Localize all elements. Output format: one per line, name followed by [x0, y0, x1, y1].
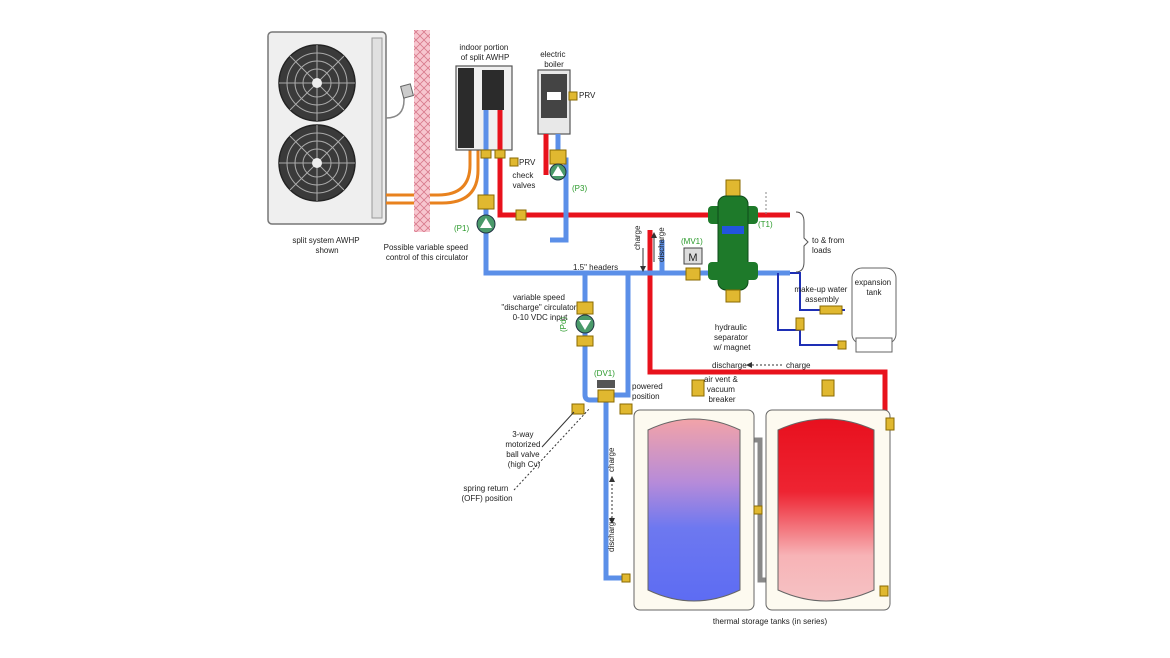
makeup-water-label: make-up water assembly [794, 285, 849, 304]
horizontal-arrow [746, 362, 782, 368]
electric-boiler [537, 69, 571, 135]
charge-horizontal-label: charge [786, 361, 811, 370]
hydraulic-separator [708, 179, 758, 303]
circulator-p1-icon [476, 194, 496, 234]
storage-tank-2 [765, 409, 891, 611]
discharge-circulator-label: variable speed "discharge" circulator 0-… [501, 293, 578, 322]
headers-label: 1.5" headers [573, 263, 618, 272]
charge-discharge-arrows-lower [609, 476, 615, 524]
spring-return-leader [513, 407, 591, 491]
circulator-pd-icon [575, 301, 595, 347]
thermal-storage-label: thermal storage tanks (in series) [713, 617, 828, 626]
charge-label-upper: charge [633, 225, 642, 250]
mixing-valve-mv1: M [683, 247, 703, 281]
storage-tank-1 [633, 409, 755, 611]
air-vent-icons [691, 379, 835, 397]
electric-boiler-label: electric boiler [540, 50, 568, 69]
charge-label-lower: charge [607, 447, 616, 472]
indoor-portion-label: indoor portion of split AWHP [459, 43, 510, 62]
prv-boiler-valve [568, 91, 578, 101]
diverter-valve-dv1 [571, 380, 633, 415]
three-way-valve-label: 3-way motorized ball valve (high Cv) [505, 430, 542, 469]
makeup-water-assembly [795, 305, 847, 350]
discharge-label-lower: discharge [607, 517, 616, 552]
control-wire [385, 92, 405, 119]
variable-speed-control-label: Possible variable speed control of this … [384, 243, 471, 262]
discharge-horizontal-label: discharge [712, 361, 747, 370]
hot-supply-pipes [497, 110, 888, 430]
charge-discharge-arrows-upper [640, 232, 657, 272]
check-valves-label: check valves [512, 171, 535, 190]
dv1-label: (DV1) [594, 369, 615, 378]
expansion-tank-label: expansion tank [855, 278, 894, 297]
fan-upper-icon [278, 44, 356, 122]
prv-hp-valve [509, 157, 519, 167]
prv-boiler-label: PRV [579, 91, 596, 100]
pd-label: (Pd) [559, 317, 568, 332]
p1-label: (P1) [454, 224, 469, 233]
motor-m-icon: M [688, 252, 697, 264]
hydraulic-separator-label: hydraulic separator w/ magnet [713, 323, 752, 352]
circulator-p3-icon [549, 149, 567, 181]
outdoor-unit [267, 31, 387, 225]
tank-valves [621, 417, 895, 597]
three-way-leader [541, 411, 575, 448]
discharge-label-upper: discharge [657, 227, 666, 262]
spring-return-label: spring return (OFF) position [461, 484, 512, 503]
powered-position-label: powered position [632, 382, 665, 401]
refrigerant-lines [386, 150, 480, 205]
expansion-tank [851, 267, 897, 353]
p3-label: (P3) [572, 184, 587, 193]
split-system-label: split system AWHP shown [292, 236, 361, 255]
hot-fill-valve [515, 209, 527, 221]
air-vent-label: air vent & vacuum breaker [704, 375, 740, 404]
prv-hp-label: PRV [519, 158, 536, 167]
t1-label: (T1) [758, 220, 773, 229]
loads-bracket [795, 211, 809, 273]
building-wall [414, 30, 430, 232]
to-from-loads-label: to & from loads [812, 236, 847, 255]
fan-lower-icon [278, 124, 356, 202]
disconnect-box [400, 83, 414, 99]
mv1-label: (MV1) [681, 237, 703, 246]
check-valves [480, 149, 506, 159]
